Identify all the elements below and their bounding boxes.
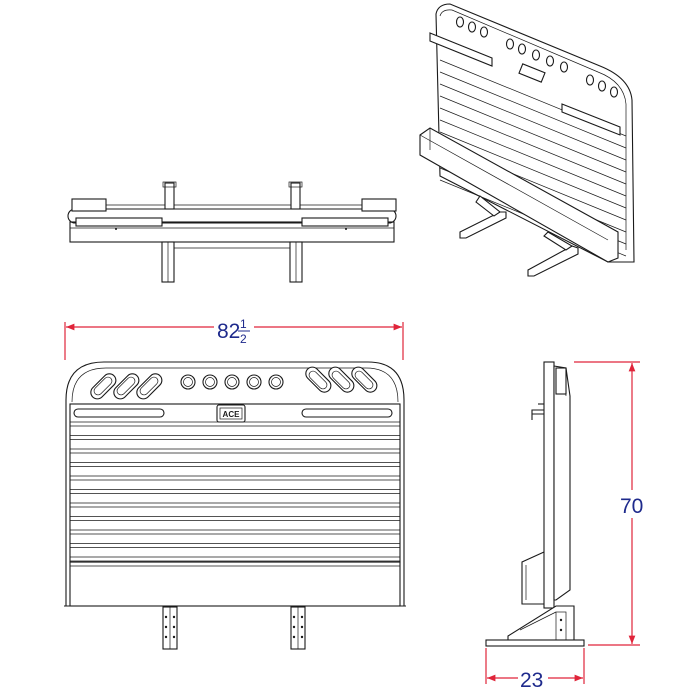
width-dimension-value: 82 (217, 320, 240, 343)
iso-slat-line (439, 71, 627, 149)
top-view (67, 181, 397, 283)
iso-hole (609, 86, 619, 98)
iso-hole (479, 26, 489, 38)
iso-hole (455, 16, 465, 28)
width-dimension-frac-num: 1 (240, 317, 247, 331)
depth-dimension: 23 (485, 648, 585, 692)
round-holes (180, 374, 284, 390)
iso-hole (545, 55, 555, 67)
width-dimension: 82 1 2 (64, 314, 404, 360)
side-view (485, 361, 585, 647)
logo-plate: ACE (216, 404, 246, 423)
mount-brackets (162, 606, 306, 650)
width-dimension-frac-den: 2 (240, 332, 247, 346)
front-view: ACE (64, 361, 406, 650)
iso-hole (517, 43, 527, 55)
left-oval-holes (90, 373, 163, 400)
iso-hole (585, 74, 595, 86)
depth-dimension-value: 23 (520, 669, 543, 692)
iso-hole (505, 38, 515, 50)
iso-slat-line (439, 119, 627, 197)
iso-hole (467, 21, 477, 33)
iso-slat-line (439, 83, 627, 161)
isometric-view (419, 3, 635, 277)
iso-slat-line (439, 131, 627, 209)
iso-slat-line (439, 95, 627, 173)
height-dimension-value: 70 (620, 495, 643, 518)
iso-hole (597, 80, 607, 92)
iso-hole (559, 61, 569, 73)
iso-slat-line (439, 107, 627, 185)
iso-hole (531, 49, 541, 61)
right-oval-holes (305, 366, 378, 393)
height-dimension: 70 (574, 361, 648, 646)
logo-text: ACE (223, 410, 241, 419)
